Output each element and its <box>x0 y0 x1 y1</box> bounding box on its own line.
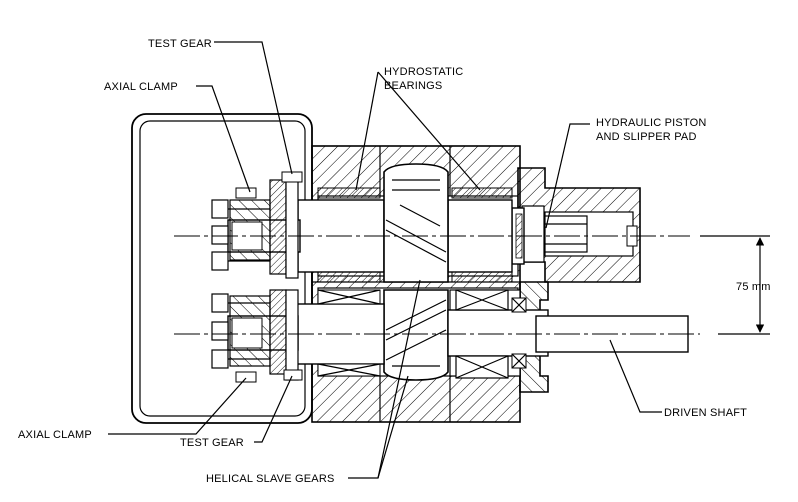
upper-test-gear-assembly <box>211 171 303 279</box>
hydrostatic-bearing-pads <box>317 187 513 283</box>
label-test-gear-top: TEST GEAR <box>148 38 212 50</box>
helical-slave-gear-lower <box>383 289 449 381</box>
labels: TEST GEAR AXIAL CLAMP HYDROSTATIC BEARIN… <box>18 38 771 485</box>
label-test-gear-bottom: TEST GEAR <box>180 437 244 449</box>
dimension-75mm <box>700 235 770 335</box>
lower-test-gear-assembly <box>211 289 303 383</box>
label-piston-line2: AND SLIPPER PAD <box>596 131 697 143</box>
label-hydrostatic-line2: BEARINGS <box>384 80 442 92</box>
label-dimension: 75 mm <box>736 281 771 293</box>
centre-lines <box>174 235 700 335</box>
label-driven-shaft: DRIVEN SHAFT <box>664 407 747 419</box>
label-hydrostatic-line1: HYDROSTATIC <box>384 66 463 78</box>
rolling-bearings <box>317 289 527 379</box>
label-helical-slave-gears: HELICAL SLAVE GEARS <box>206 473 335 485</box>
label-axial-clamp-bottom: AXIAL CLAMP <box>18 429 92 441</box>
label-piston-line1: HYDRAULIC PISTON <box>596 117 707 129</box>
leader-lines <box>108 41 662 479</box>
label-axial-clamp-top: AXIAL CLAMP <box>104 81 178 93</box>
hydraulic-cylinder <box>511 167 641 283</box>
helical-slave-gear-upper <box>383 163 449 283</box>
